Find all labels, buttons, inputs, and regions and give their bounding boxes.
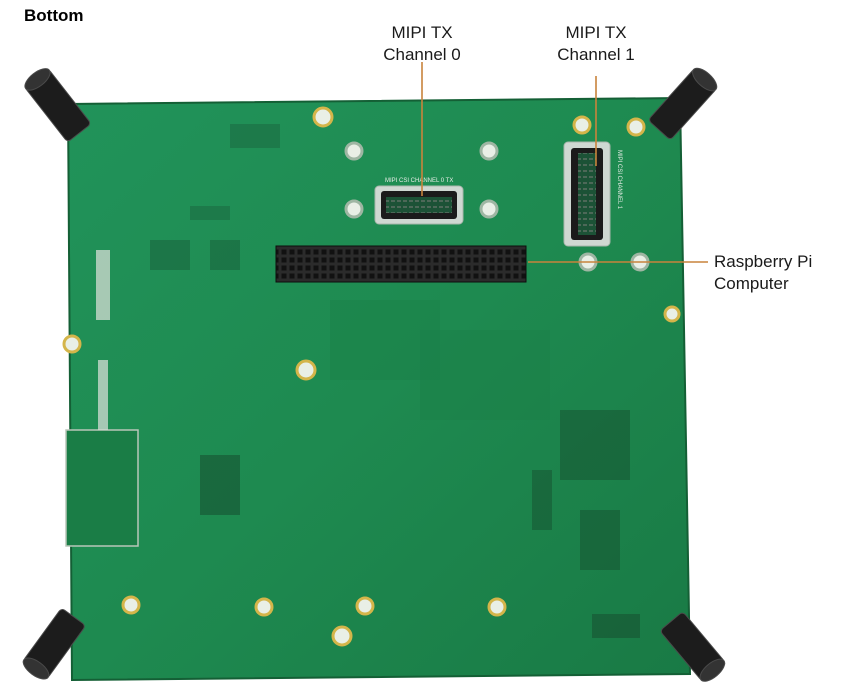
callout-channel-1-line1: MIPI TX xyxy=(565,23,627,42)
callout-raspberry-pi-line2: Computer xyxy=(714,274,789,293)
callout-raspberry-pi: Raspberry Pi Computer xyxy=(714,251,812,295)
callout-channel-0-line1: MIPI TX xyxy=(391,23,453,42)
callout-raspberry-pi-line1: Raspberry Pi xyxy=(714,252,813,271)
mipi-tx-channel-0-connector xyxy=(374,185,464,225)
leader-lines xyxy=(421,62,708,263)
callout-mipi-tx-channel-1: MIPI TX Channel 1 xyxy=(534,22,658,66)
mipi-tx-channel-1-connector xyxy=(563,141,611,247)
plated-vias xyxy=(344,141,650,272)
callout-mipi-tx-channel-0: MIPI TX Channel 0 xyxy=(360,22,484,66)
callout-channel-1-line2: Channel 1 xyxy=(557,45,635,64)
callout-channel-0-line2: Channel 0 xyxy=(383,45,461,64)
edge-connector-block xyxy=(65,429,139,547)
mounting-holes xyxy=(62,106,681,647)
view-title: Bottom xyxy=(24,6,84,25)
component-clusters xyxy=(96,124,640,638)
silkscreen-channel-0: MIPI CSI CHANNEL 0 TX xyxy=(385,178,453,184)
silkscreen-channel-1: MIPI CSI CHANNEL 1 xyxy=(616,150,622,210)
raspberry-pi-header xyxy=(275,245,527,283)
standoffs xyxy=(22,67,726,682)
